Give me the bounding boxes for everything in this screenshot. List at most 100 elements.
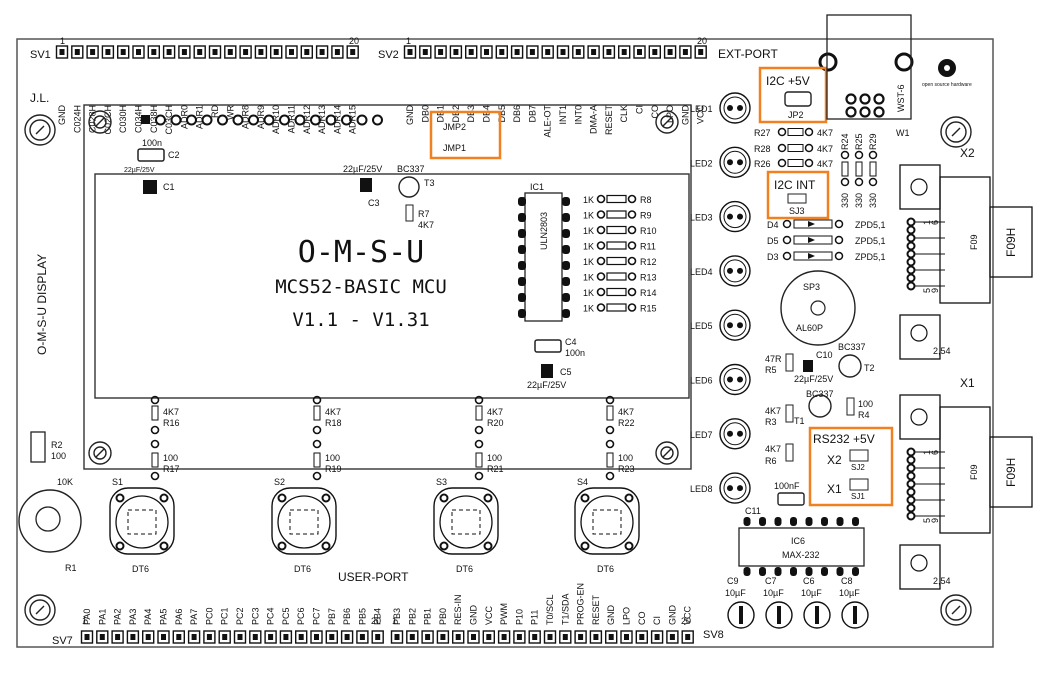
sv1-pin-pad: [239, 45, 252, 59]
dsub-pitch: 2,54: [933, 576, 951, 586]
sv7-pin-pad: [218, 630, 231, 644]
sv7-pin-pad: [80, 630, 94, 644]
pullup-value: 4K7: [163, 407, 179, 417]
jmp1-label: JMP1: [443, 143, 466, 153]
sv7-pin-hole: [252, 634, 258, 640]
ic1-resistor-pad: [627, 241, 637, 250]
sv7-pin-label: PC5: [281, 607, 291, 625]
ic1-pin: [562, 261, 570, 270]
display-pin: [201, 114, 213, 126]
sv1-pin-pad: [285, 45, 298, 59]
sv8-pin-hole: [455, 634, 461, 640]
sv8-pin-label: RES-IN: [453, 594, 463, 625]
sv7-pin-label: PB5: [357, 608, 367, 625]
sv2-pin-label: DB0: [420, 105, 430, 123]
button-outline: [433, 487, 499, 555]
ic1-part: ULN2803: [539, 212, 549, 250]
sv1-pin-hole: [74, 49, 80, 55]
t3-type: BC337: [397, 164, 425, 174]
ic1-label: IC1: [530, 182, 544, 192]
sv8-pin-label: T1/SDA: [560, 593, 570, 625]
sv1-pin-pad: [331, 45, 344, 59]
sv7-pin-pad: [264, 630, 277, 644]
sv2-pin-pad: [480, 45, 493, 59]
ic1-pin: [518, 309, 526, 318]
ic1-pin: [562, 229, 570, 238]
button-type: DT6: [294, 564, 311, 574]
sv7-pin-hole: [298, 634, 304, 640]
display-pin: [294, 114, 306, 126]
ic1-resistor-body: [606, 210, 627, 219]
w1-pin: [859, 106, 871, 118]
w1-resistor-value: 330: [854, 193, 864, 208]
sv8-pin-pad: [497, 630, 511, 644]
user-port-title: USER-PORT: [338, 570, 409, 584]
sv8-pin-hole: [440, 634, 446, 640]
sv8-pin-hole: [425, 634, 431, 640]
series-label: R23: [618, 464, 635, 474]
c1-value: 22µF/25V: [124, 167, 155, 174]
ic1-resistor-value: 1K: [583, 257, 594, 267]
sv1-pin-hole: [181, 49, 187, 55]
max232-cap-value: 10µF: [801, 588, 822, 598]
sv1-pin-label: C024H: [72, 105, 82, 133]
max232-cap-label: C9: [727, 576, 739, 586]
pullup-pad: [150, 425, 160, 435]
diode-symbol: [808, 253, 815, 259]
display-pin: [372, 114, 383, 126]
led-pad: [727, 159, 733, 166]
mounting-hole-slot: [35, 125, 45, 135]
button-type: DT6: [597, 564, 614, 574]
ic1-resistor-pad: [596, 303, 606, 312]
sv7-pin-pad: [371, 630, 384, 644]
sv7-pin-hole: [176, 634, 182, 640]
sv2-pin-pad: [403, 45, 417, 59]
sv1-label: SV1: [30, 49, 51, 61]
led-outline: [719, 472, 751, 504]
c4-value: 100n: [565, 348, 585, 358]
sv8-pin1: 1: [392, 616, 397, 626]
sv2-pin-pad: [587, 45, 600, 59]
led-ring: [723, 368, 747, 391]
sv2-pin-hole: [529, 49, 535, 55]
sv8-pin-hole: [593, 634, 599, 640]
r3-resistor: [785, 404, 794, 423]
led-label: LED6: [690, 376, 713, 386]
t1-label: T1: [794, 416, 805, 426]
max232-cap-outline: [841, 601, 869, 629]
i2c-5v-label: I2C +5V: [766, 74, 810, 88]
max232-cap-value: 10µF: [763, 588, 784, 598]
sj2-label: SJ2: [851, 463, 865, 472]
w1-resistor-pad: [840, 150, 850, 160]
sv7-pin-label: PA1: [97, 609, 107, 625]
sv2-pin-pad: [465, 45, 478, 59]
button-pad: [321, 493, 331, 503]
sv7-pin-hole: [237, 634, 243, 640]
dsub-flange: [899, 164, 941, 210]
sv7-pin-label: PB7: [327, 608, 337, 625]
sv1-pin-hole: [243, 49, 249, 55]
dsub-pin-num: 5: [922, 288, 932, 293]
sv7-pin-pad: [325, 630, 338, 644]
sv7-pin-label: PC4: [266, 607, 276, 625]
sv1-pin-pad: [300, 45, 313, 59]
sv2-pin-label: GND: [680, 105, 690, 126]
dsub-pin: [906, 217, 916, 227]
c5-value: 22µF/25V: [527, 380, 566, 390]
button-inner: [451, 509, 481, 535]
ic6-pin: [774, 517, 782, 526]
dsub-pitch: 2,54: [933, 346, 951, 356]
c1-label: C1: [163, 182, 175, 192]
dsub-footprint: F09: [969, 464, 979, 480]
r6-value: 4K7: [765, 444, 781, 454]
sj1-label: SJ1: [851, 492, 865, 501]
button-pad: [277, 493, 287, 503]
sv1-pin-pad: [254, 45, 268, 59]
sv7-pin-pad: [141, 630, 155, 644]
sv2-pin-label: DB4: [482, 105, 492, 123]
r7-value: 4K7: [418, 220, 434, 230]
dsub-pin: [906, 455, 916, 465]
max232-cap-value: 10µF: [725, 588, 746, 598]
sv7-pin-pad: [295, 630, 308, 644]
